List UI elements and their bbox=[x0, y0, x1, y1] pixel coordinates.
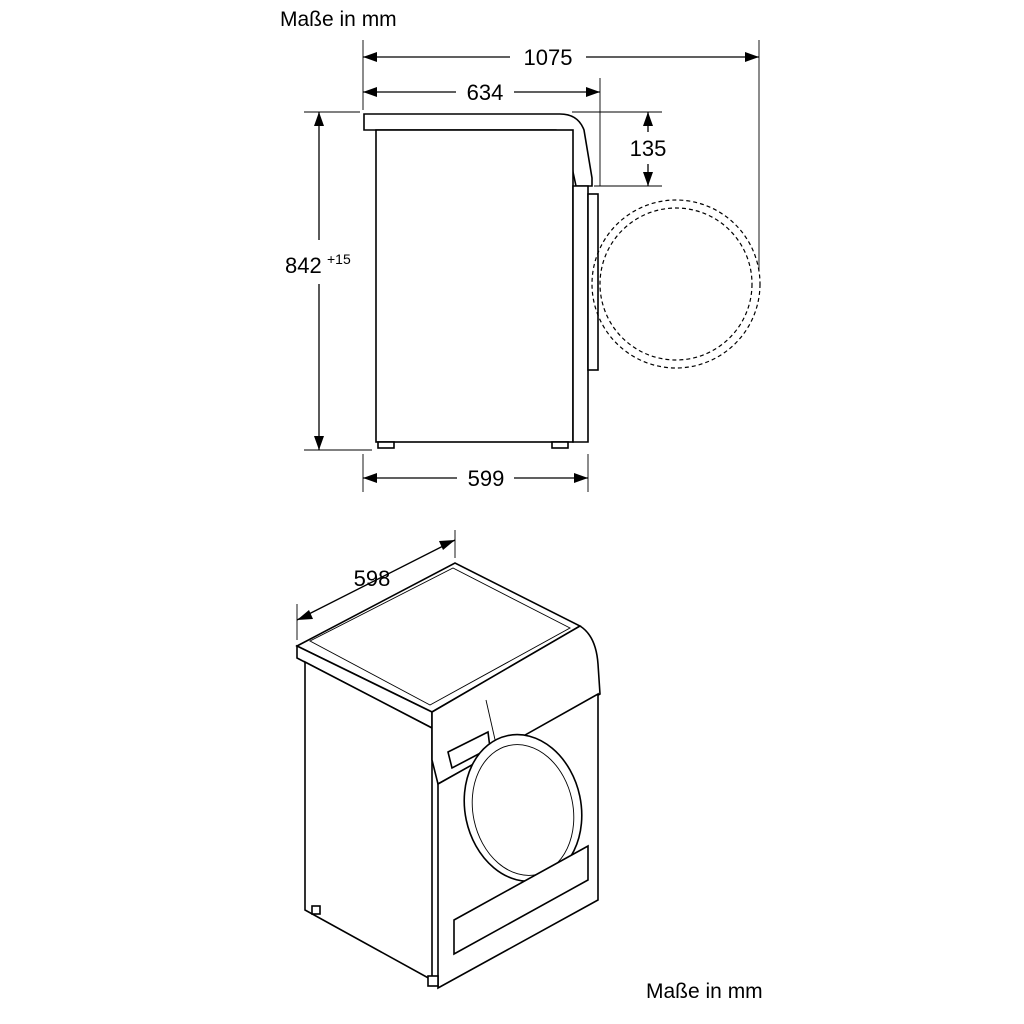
side-front-panel bbox=[572, 185, 589, 443]
label-1075: 1075 bbox=[524, 45, 573, 70]
arrow-left bbox=[297, 610, 313, 620]
dim-135: 135 bbox=[572, 111, 667, 187]
arrow-right bbox=[574, 473, 588, 483]
dim-1075: 1075 bbox=[362, 40, 760, 270]
persp-foot-left bbox=[311, 905, 321, 915]
arrow-bottom bbox=[643, 172, 653, 186]
arrow-right bbox=[586, 87, 600, 97]
door-swing-outer bbox=[591, 199, 761, 369]
arrow-left bbox=[363, 473, 377, 483]
persp-filter-cover bbox=[453, 844, 589, 956]
arrow-top bbox=[314, 112, 324, 126]
persp-panel-divider bbox=[485, 699, 497, 745]
persp-worktop-inner bbox=[309, 567, 571, 706]
arrow-bottom bbox=[314, 436, 324, 450]
label-842-tolerance: +15 bbox=[327, 251, 351, 267]
persp-foot-front bbox=[427, 975, 439, 987]
door-swing-inner bbox=[599, 207, 753, 361]
dim-599: 599 bbox=[362, 454, 589, 492]
arrow-right bbox=[745, 52, 759, 62]
label-842: 842 bbox=[285, 253, 322, 278]
arrow-top bbox=[643, 112, 653, 126]
dim-line bbox=[296, 539, 456, 621]
dim-842: 842 +15 bbox=[285, 111, 372, 451]
label-135: 135 bbox=[630, 136, 667, 161]
label-598: 598 bbox=[354, 566, 391, 591]
side-foot-front bbox=[551, 441, 569, 449]
side-foot-rear bbox=[377, 441, 395, 449]
label-634: 634 bbox=[467, 80, 504, 105]
label-599: 599 bbox=[468, 466, 505, 491]
side-cabinet bbox=[375, 129, 574, 443]
side-view bbox=[363, 113, 761, 449]
dim-634: 634 bbox=[363, 78, 601, 186]
dim-598: 598 bbox=[296, 530, 456, 640]
arrow-right bbox=[439, 540, 455, 550]
perspective-view bbox=[295, 562, 601, 990]
caption-bottom: Maße in mm bbox=[646, 980, 763, 1003]
side-door bbox=[587, 193, 599, 371]
arrow-left bbox=[363, 87, 377, 97]
arrow-left bbox=[363, 52, 377, 62]
caption-top: Maße in mm bbox=[280, 8, 397, 31]
